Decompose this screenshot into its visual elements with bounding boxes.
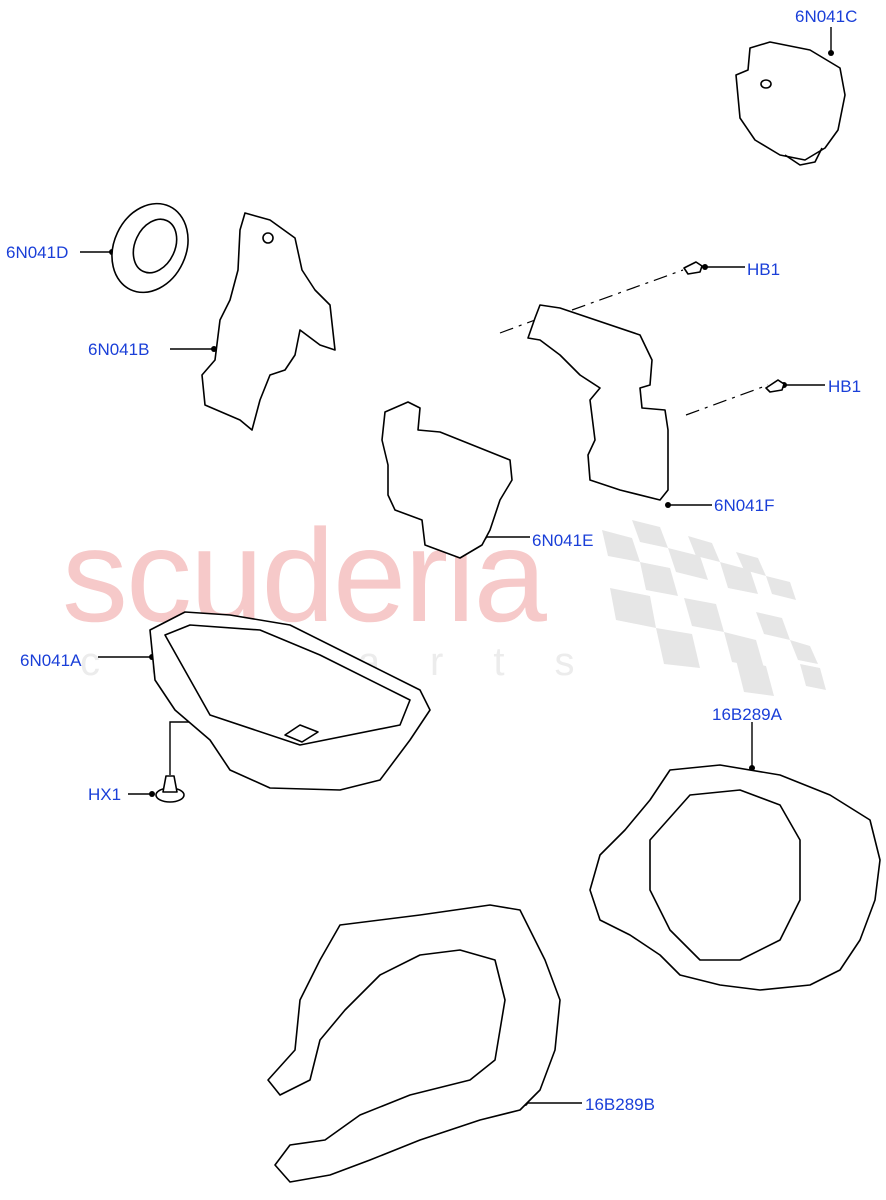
- dash-lines: [499, 269, 769, 416]
- callout-16B289A[interactable]: 16B289A: [712, 705, 782, 724]
- callout-16B289B[interactable]: 16B289B: [585, 1095, 655, 1114]
- part-HX1: [155, 775, 185, 803]
- part-16B289A: [589, 764, 881, 991]
- callout-HB1-top[interactable]: HB1: [747, 260, 781, 279]
- checkered-flag-watermark: [602, 520, 826, 696]
- part-6N041E: [381, 401, 513, 559]
- part-6N041A: [149, 611, 431, 791]
- part-HB1-bottom: [765, 379, 785, 393]
- callout-6N041C[interactable]: 6N041C: [795, 7, 858, 26]
- callout-HX1[interactable]: HX1: [88, 785, 122, 804]
- part-6N041D: [111, 202, 189, 294]
- part-16B289B: [267, 904, 561, 1183]
- callout-6N041D[interactable]: 6N041D: [6, 243, 69, 262]
- callout-6N041E[interactable]: 6N041E: [532, 531, 594, 550]
- part-6N041F: [527, 304, 669, 501]
- callout-6N041F[interactable]: 6N041F: [714, 496, 775, 515]
- part-6N041B: [201, 212, 336, 431]
- callout-6N041A[interactable]: 6N041A: [20, 651, 82, 670]
- part-HB1-top: [683, 261, 703, 275]
- part-6N041C: [735, 41, 846, 166]
- callout-6N041B[interactable]: 6N041B: [88, 340, 150, 359]
- callout-HB1-bottom[interactable]: HB1: [828, 377, 862, 396]
